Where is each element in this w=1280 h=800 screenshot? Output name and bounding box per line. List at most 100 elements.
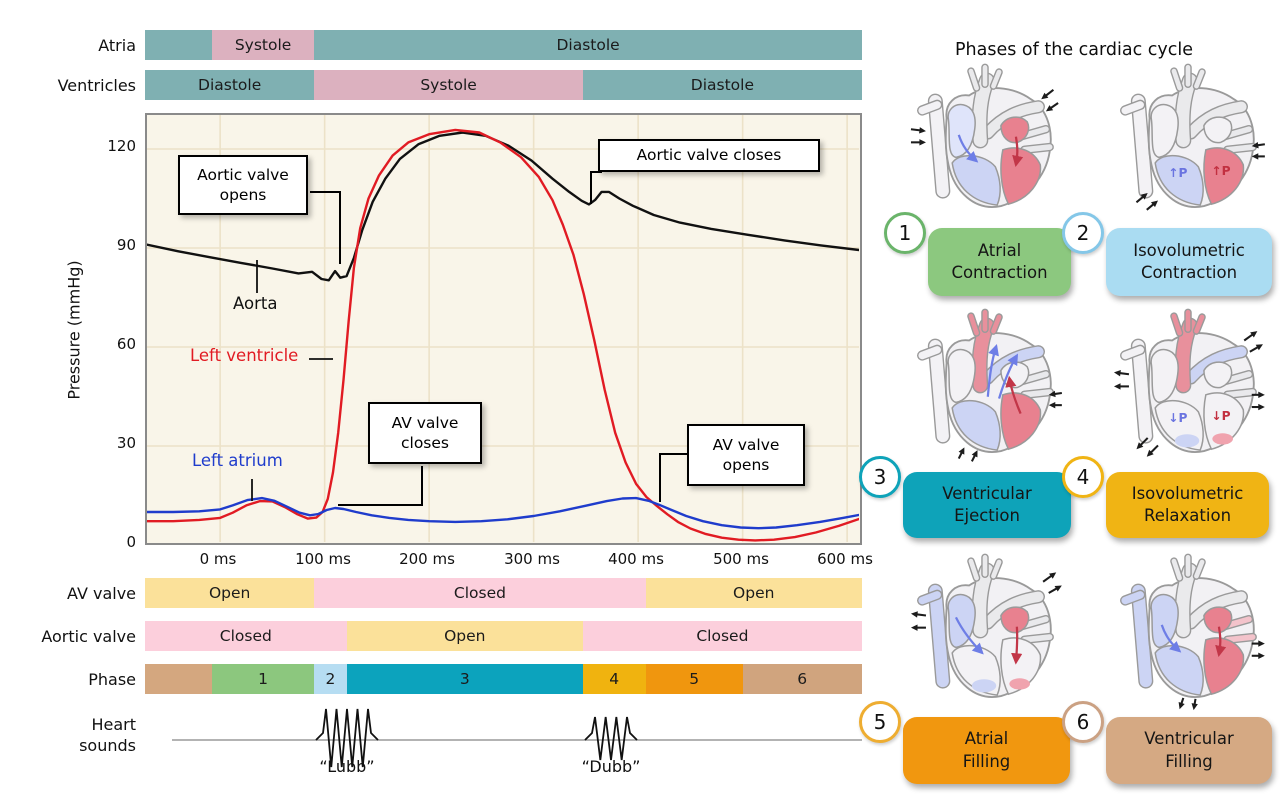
phase-bar-segment: 1 xyxy=(211,664,315,694)
phase-number-circle-4: 4 xyxy=(1062,456,1104,498)
y-tick-label: 60 xyxy=(116,335,136,353)
flow-direction-arrow xyxy=(1049,572,1057,579)
phase-row-label: Phase xyxy=(88,670,136,689)
flow-direction-arrow xyxy=(971,450,978,458)
flow-direction-arrow xyxy=(1258,640,1265,647)
flow-direction-arrow xyxy=(1146,449,1154,457)
phase-chip-label: Atrial xyxy=(964,729,1009,749)
av_valve-bar-segment: Open xyxy=(645,578,862,608)
blood-pool-rv xyxy=(971,679,997,693)
flow-direction-arrow xyxy=(1140,192,1148,200)
y-tick-label: 90 xyxy=(116,236,136,254)
left-ventricle xyxy=(1000,392,1042,451)
x-tick-label: 0 ms xyxy=(199,550,237,568)
flow-direction-arrow xyxy=(1255,344,1263,351)
heart-illustration-phase-4: ↓P↓P xyxy=(1113,308,1265,457)
atria-row-label: Atria xyxy=(98,36,136,55)
annotation-text: closes xyxy=(401,434,449,452)
av_valve-bar-segment: Open xyxy=(145,578,315,608)
phase-chip-label: Filling xyxy=(962,751,1011,771)
phase-chip-label: Ejection xyxy=(954,506,1020,525)
annotation-text: AV valve xyxy=(391,413,459,432)
aorta-curve xyxy=(147,131,859,282)
left-atrium xyxy=(1000,116,1030,144)
phase-chip-label: Isovolumetric xyxy=(1131,483,1244,503)
left-atrium-curve xyxy=(147,496,859,530)
phase-chip-label: Relaxation xyxy=(1143,506,1232,525)
phase-bar-segment: 3 xyxy=(346,664,583,694)
blood-flow-arrow xyxy=(1160,624,1182,653)
flow-direction-arrow xyxy=(1113,370,1121,377)
blood-flow-arrow xyxy=(1011,626,1023,665)
right-ventricle xyxy=(1154,154,1204,206)
flow-direction-arrow xyxy=(1250,331,1258,338)
left-ventricle-curve xyxy=(147,128,859,542)
phase-chip-label: Filling xyxy=(1165,751,1213,771)
annotation-text: AV valve xyxy=(712,435,780,454)
phase-bar-segment: 2 xyxy=(314,664,347,694)
blood-flow-arrow xyxy=(997,353,1018,399)
ventricles-bar-segment: Diastole xyxy=(582,70,862,100)
pressure-label-lv: ↑P xyxy=(1211,164,1230,178)
phase-bar-segment: 5 xyxy=(645,664,743,694)
flow-direction-arrow xyxy=(1136,442,1144,450)
aortic_valve-bar-segment: Open xyxy=(346,621,583,651)
blood-pool-rv xyxy=(1174,434,1200,448)
flow-direction-arrow xyxy=(1048,390,1056,398)
phase-number-circle-3: 3 xyxy=(859,456,901,498)
blood-flow-arrow xyxy=(954,616,984,655)
x-tick-label: 500 ms xyxy=(713,550,769,568)
heart-illustration-phase-2: ↑P↑P xyxy=(1120,63,1265,211)
atria-bar-segment xyxy=(145,30,212,60)
flow-direction-arrow xyxy=(1178,701,1185,710)
y-tick-label: 30 xyxy=(116,434,136,452)
heart-sound-label: “Lubb” xyxy=(319,757,375,776)
av_valve-bar-segment: Closed xyxy=(314,578,646,608)
flow-direction-arrow xyxy=(1054,585,1062,592)
left-ventricle xyxy=(1000,147,1042,206)
left-ventricle xyxy=(1000,637,1042,696)
flow-direction-arrow xyxy=(1258,652,1265,659)
right-atrium xyxy=(1150,348,1179,404)
ventricles-bar-segment: Systole xyxy=(314,70,583,100)
flow-direction-arrow xyxy=(1150,200,1159,208)
y-tick-label: 0 xyxy=(126,533,136,551)
phase-number-circle-6: 6 xyxy=(1062,701,1104,743)
right-ventricle xyxy=(951,399,1001,451)
y-tick-label: 120 xyxy=(107,137,136,155)
aorta-curve-label: Aorta xyxy=(233,294,278,313)
annotation-text: opens xyxy=(219,186,267,204)
heart-illustration-phase-1 xyxy=(910,63,1059,208)
annotation-text: Aortic valve xyxy=(197,165,289,184)
annotation-leader-line xyxy=(338,466,423,506)
phase-number-circle-5: 5 xyxy=(859,701,901,743)
phase-chip-label: Contraction xyxy=(1140,263,1238,282)
blood-flow-arrow xyxy=(1215,626,1227,658)
heart-sound-burst xyxy=(315,708,379,768)
x-tick-label: 200 ms xyxy=(399,550,455,568)
left-atrium xyxy=(1203,361,1233,389)
flow-direction-arrow xyxy=(1045,105,1054,112)
phases-panel-title: Phases of the cardiac cycle xyxy=(955,40,1193,60)
phase-chip-label: Contraction xyxy=(951,263,1048,282)
right-atrium xyxy=(947,593,976,649)
flow-direction-arrow xyxy=(1048,401,1056,409)
annotation-box: AV valve closes xyxy=(368,402,482,464)
annotation-leader-line xyxy=(590,171,602,204)
flow-direction-arrow xyxy=(919,127,926,134)
blood-pool-lv xyxy=(1009,678,1030,690)
flow-direction-arrow xyxy=(910,611,918,618)
flow-direction-arrow xyxy=(1041,92,1049,100)
ventricles-bar-segment: Diastole xyxy=(145,70,315,100)
flow-direction-arrow xyxy=(1251,153,1259,160)
phase-bar-segment xyxy=(145,664,212,694)
right-atrium xyxy=(947,103,976,159)
